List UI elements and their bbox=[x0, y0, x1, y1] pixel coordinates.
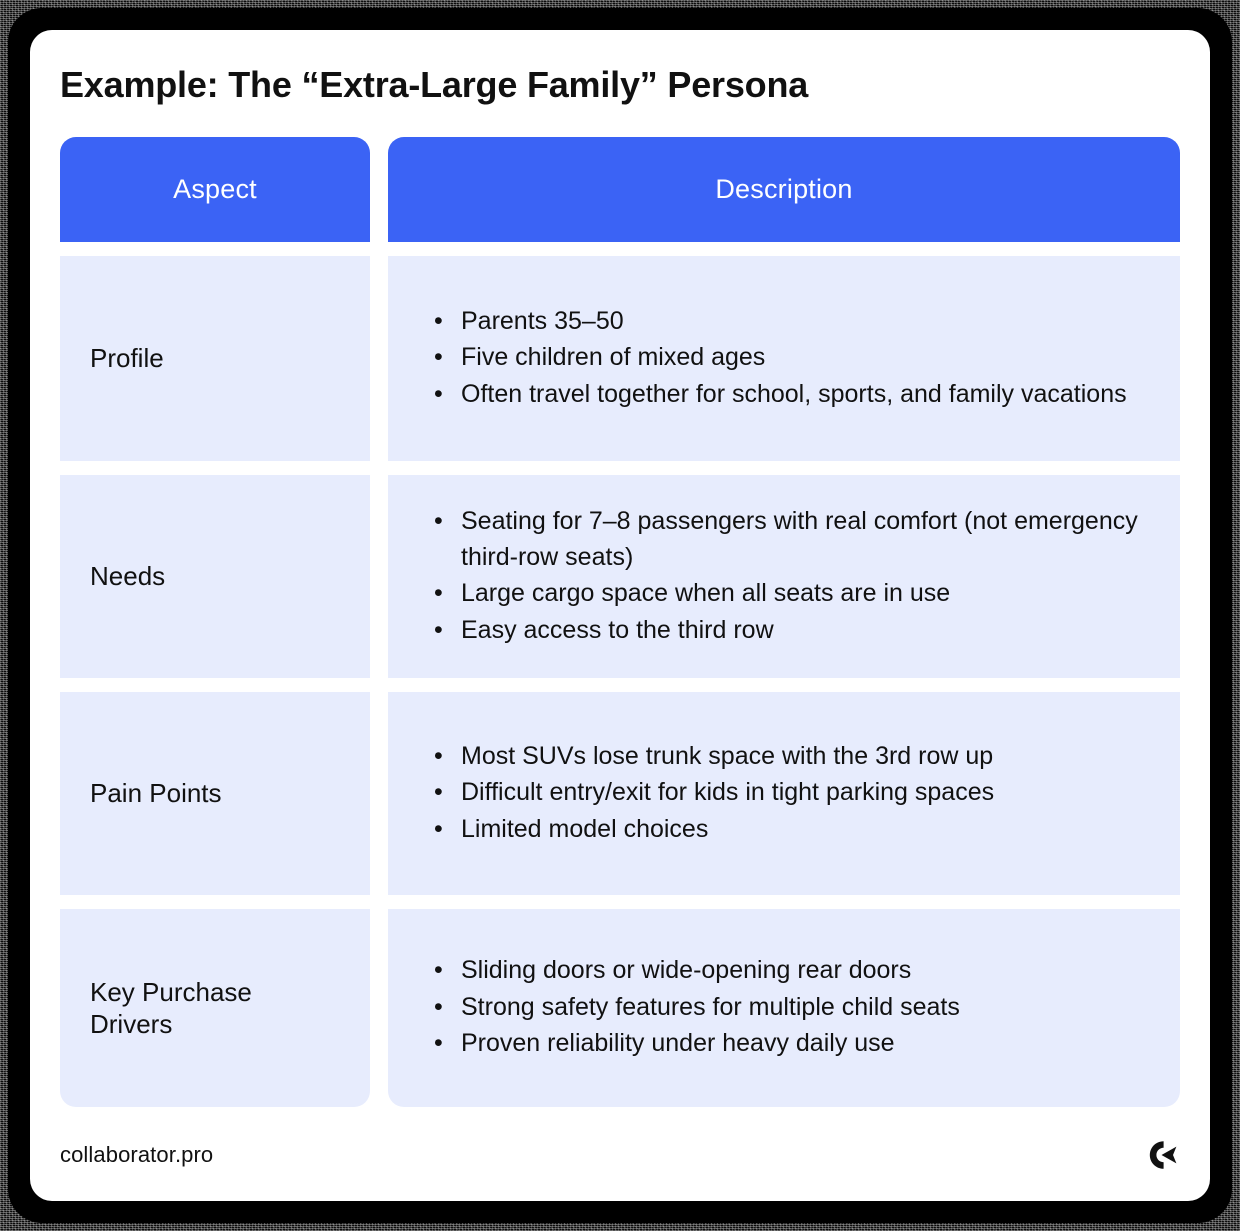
content-card: Example: The “Extra-Large Family” Person… bbox=[30, 30, 1210, 1201]
table-header-label-aspect: Aspect bbox=[173, 174, 257, 204]
table-cell-description: Most SUVs lose trunk space with the 3rd … bbox=[388, 692, 1180, 895]
aspect-label: Pain Points bbox=[90, 778, 222, 809]
list-item: Sliding doors or wide-opening rear doors bbox=[433, 953, 960, 989]
table-header-cell-description: Description bbox=[388, 137, 1180, 242]
table-row: Pain Points Most SUVs lose trunk space w… bbox=[60, 692, 1180, 895]
table-row: Key Purchase Drivers Sliding doors or wi… bbox=[60, 909, 1180, 1107]
bullet-list: Most SUVs lose trunk space with the 3rd … bbox=[433, 739, 994, 849]
aspect-label: Needs bbox=[90, 561, 166, 592]
list-item: Most SUVs lose trunk space with the 3rd … bbox=[433, 739, 994, 775]
list-item: Strong safety features for multiple chil… bbox=[433, 990, 960, 1026]
list-item: Limited model choices bbox=[433, 812, 994, 848]
list-item: Difficult entry/exit for kids in tight p… bbox=[433, 775, 994, 811]
list-item: Often travel together for school, sports… bbox=[433, 377, 1127, 413]
persona-table: Aspect Description Profile Parents 35–50 bbox=[60, 137, 1180, 1107]
list-item: Five children of mixed ages bbox=[433, 340, 1127, 376]
table-header-row: Aspect Description bbox=[60, 137, 1180, 242]
list-item: Seating for 7–8 passengers with real com… bbox=[433, 504, 1180, 575]
table-cell-aspect: Key Purchase Drivers bbox=[60, 909, 370, 1107]
table-cell-aspect: Pain Points bbox=[60, 692, 370, 895]
footer-site-label: collaborator.pro bbox=[60, 1142, 214, 1167]
table-cell-aspect: Profile bbox=[60, 256, 370, 461]
list-item: Large cargo space when all seats are in … bbox=[433, 576, 1180, 612]
page-title: Example: The “Extra-Large Family” Person… bbox=[60, 64, 809, 105]
table-cell-description: Sliding doors or wide-opening rear doors… bbox=[388, 909, 1180, 1107]
card-inner: Example: The “Extra-Large Family” Person… bbox=[30, 30, 1210, 1107]
card-footer: collaborator.pro bbox=[60, 1131, 1180, 1179]
table-row: Profile Parents 35–50 Five children of m… bbox=[60, 256, 1180, 461]
table-cell-aspect: Needs bbox=[60, 475, 370, 678]
table-cell-description: Seating for 7–8 passengers with real com… bbox=[388, 475, 1180, 678]
list-item: Easy access to the third row bbox=[433, 613, 1180, 649]
table-header-label-description: Description bbox=[715, 174, 853, 204]
aspect-label: Profile bbox=[90, 343, 164, 374]
table-header-cell-aspect: Aspect bbox=[60, 137, 370, 242]
table-row: Needs Seating for 7–8 passengers with re… bbox=[60, 475, 1180, 678]
aspect-label: Key Purchase Drivers bbox=[90, 976, 252, 1040]
bullet-list: Sliding doors or wide-opening rear doors… bbox=[433, 953, 960, 1063]
bullet-list: Seating for 7–8 passengers with real com… bbox=[433, 504, 1180, 649]
collaborator-logo-icon bbox=[1146, 1138, 1180, 1172]
list-item: Parents 35–50 bbox=[433, 304, 1127, 340]
list-item: Proven reliability under heavy daily use bbox=[433, 1026, 960, 1062]
table-cell-description: Parents 35–50 Five children of mixed age… bbox=[388, 256, 1180, 461]
bullet-list: Parents 35–50 Five children of mixed age… bbox=[433, 304, 1127, 414]
